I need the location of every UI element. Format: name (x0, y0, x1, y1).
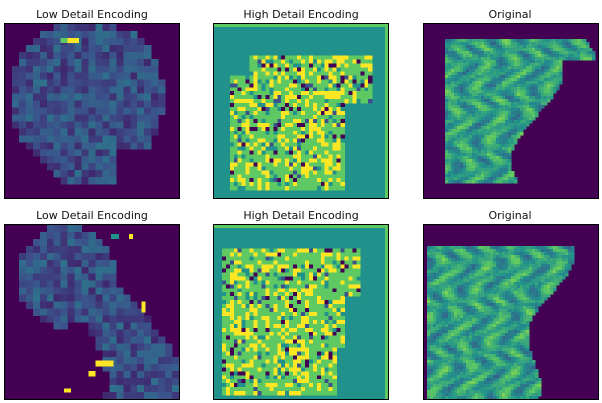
low-detail-encoding-image (4, 224, 180, 400)
panel-title: High Detail Encoding (243, 209, 359, 222)
high-detail-encoding-image (213, 23, 389, 199)
original-image (423, 224, 599, 400)
panel-title: High Detail Encoding (243, 8, 359, 21)
high-detail-encoding-image (213, 224, 389, 400)
panel-title: Original (488, 209, 532, 222)
panel-title: Original (488, 8, 532, 21)
low-detail-encoding-image (4, 23, 180, 199)
panel-title: Low Detail Encoding (36, 8, 148, 21)
panel-title: Low Detail Encoding (36, 209, 148, 222)
original-image (423, 23, 599, 199)
